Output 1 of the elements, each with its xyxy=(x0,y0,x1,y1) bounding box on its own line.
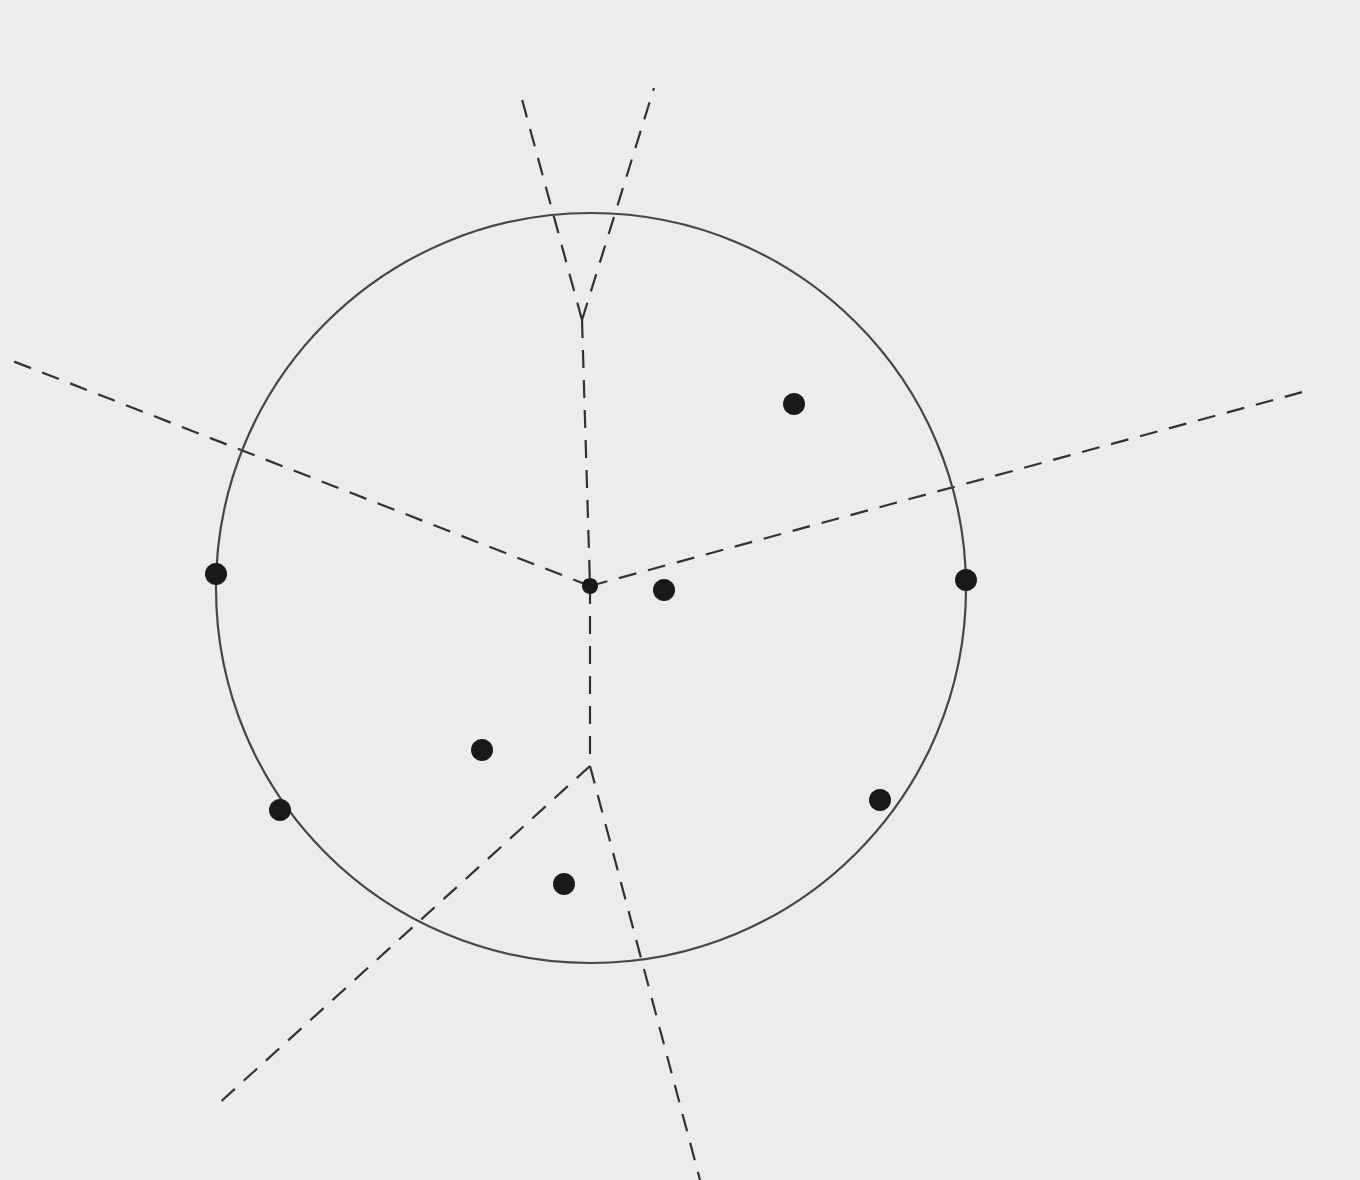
circle-outline xyxy=(214,211,968,965)
